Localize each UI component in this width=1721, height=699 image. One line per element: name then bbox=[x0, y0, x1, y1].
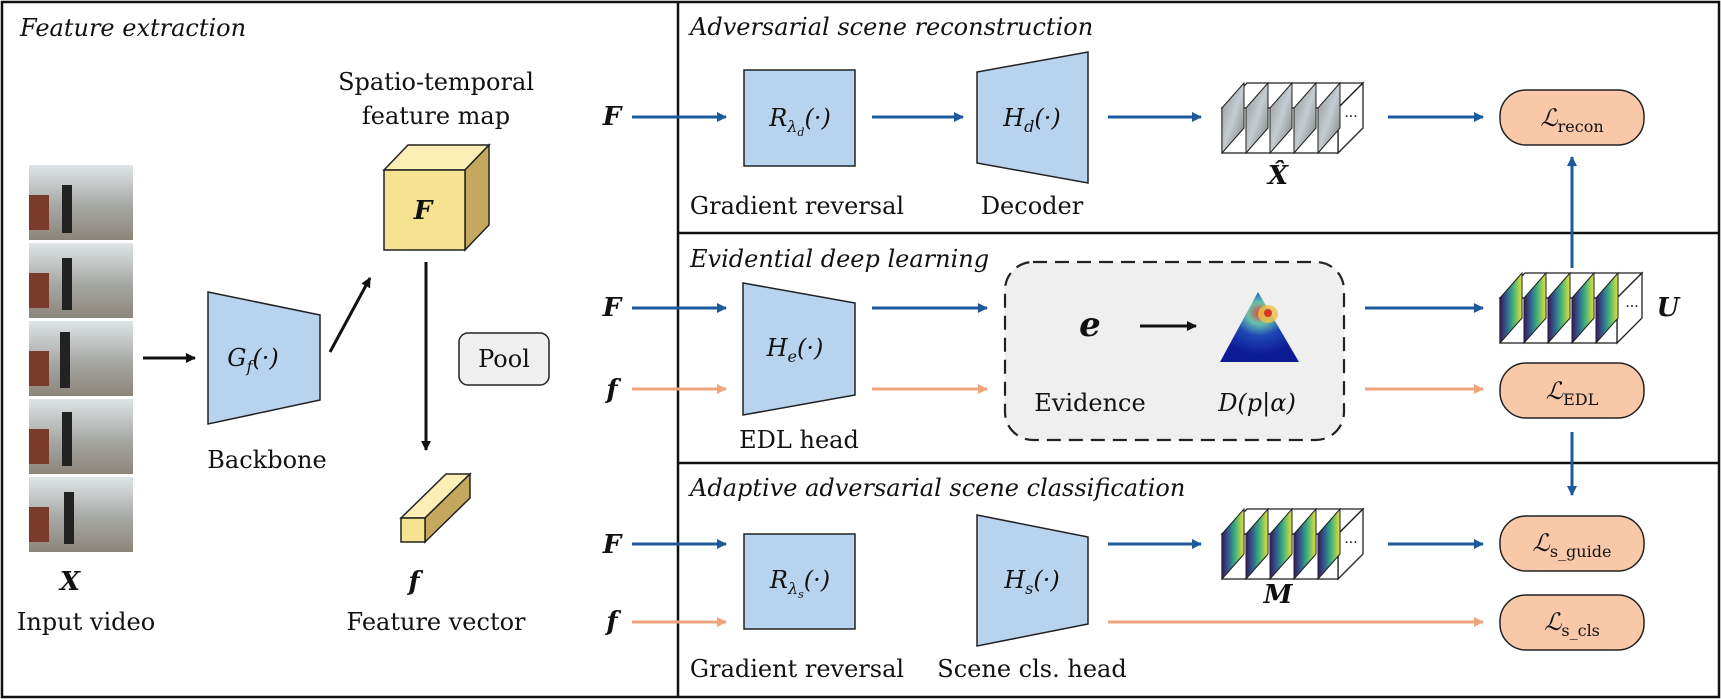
feature-vector-label: Feature vector bbox=[346, 608, 526, 636]
recon-grl-box bbox=[743, 69, 856, 167]
loss-recon-box bbox=[1499, 89, 1645, 146]
backbone-trapezoid bbox=[207, 291, 321, 425]
dirichlet-label: D(p|α) bbox=[1217, 389, 1296, 418]
edl-head-fn: He(·) bbox=[766, 334, 824, 366]
input-video-label: Input video bbox=[17, 608, 155, 636]
feature-vector-symbol: f bbox=[406, 567, 423, 597]
feature-map-label-1: Spatio-temporal bbox=[338, 68, 534, 96]
cls-input-F: F bbox=[602, 530, 623, 560]
video-frame bbox=[29, 477, 133, 552]
section-title-recon: Adversarial scene reconstruction bbox=[688, 13, 1093, 41]
recon-grl-fn: Rλd(·) bbox=[768, 104, 831, 139]
mask-symbol: M bbox=[1263, 580, 1294, 610]
cls-head-fn: Hs(·) bbox=[1003, 566, 1060, 598]
cls-grl-label: Gradient reversal bbox=[690, 655, 904, 683]
recon-decoder-fn: Hd(·) bbox=[1002, 104, 1061, 136]
uncertainty-symbol: U bbox=[1657, 293, 1681, 323]
cls-head-label: Scene cls. head bbox=[937, 655, 1126, 683]
section-title-feature-extraction: Feature extraction bbox=[19, 14, 246, 42]
cls-head-trapezoid bbox=[976, 514, 1089, 647]
pool-box bbox=[458, 332, 550, 386]
input-video-frames bbox=[29, 165, 133, 552]
edl-input-F: F bbox=[602, 293, 623, 323]
arrow-backbone-to-feature-map bbox=[328, 277, 372, 353]
pool-label: Pool bbox=[478, 345, 530, 373]
recon-grl-label: Gradient reversal bbox=[690, 192, 904, 220]
video-frame bbox=[29, 165, 133, 240]
video-frame bbox=[29, 243, 133, 318]
recon-decoder-label: Decoder bbox=[981, 192, 1084, 220]
mask-volume bbox=[1220, 507, 1365, 581]
video-frame bbox=[29, 321, 133, 396]
loss-cls-label: ℒs_cls bbox=[1544, 608, 1600, 640]
feature-map-cube bbox=[382, 143, 491, 252]
feature-vector-prism bbox=[399, 472, 472, 544]
cls-input-f: f bbox=[604, 607, 621, 637]
backbone-fn-label: Gf(·) bbox=[227, 344, 278, 376]
cls-grl-box bbox=[743, 533, 856, 630]
backbone-label: Backbone bbox=[207, 446, 326, 474]
edl-head-label: EDL head bbox=[739, 426, 859, 454]
loss-cls-box bbox=[1499, 594, 1645, 651]
loss-edl-label: ℒEDL bbox=[1546, 377, 1599, 409]
video-frame bbox=[29, 399, 133, 474]
mask-ellipsis: ··· bbox=[1344, 535, 1357, 551]
recon-decoder-trapezoid bbox=[976, 51, 1089, 184]
section-title-edl: Evidential deep learning bbox=[689, 245, 989, 273]
loss-guide-box bbox=[1499, 515, 1645, 572]
loss-edl-box bbox=[1499, 362, 1645, 419]
edl-head-trapezoid bbox=[742, 282, 856, 416]
recon-output-volume bbox=[1220, 81, 1365, 155]
recon-output-ellipsis: ··· bbox=[1344, 109, 1357, 125]
evidence-symbol: e bbox=[1079, 305, 1101, 345]
recon-output-symbol: X̂ bbox=[1266, 160, 1290, 191]
uncertainty-volume bbox=[1498, 271, 1644, 345]
loss-recon-label: ℒrecon bbox=[1540, 104, 1603, 136]
feature-map-symbol: F bbox=[413, 196, 434, 226]
uncertainty-ellipsis: ··· bbox=[1625, 299, 1638, 315]
cls-grl-fn: Rλs(·) bbox=[769, 566, 830, 601]
section-title-cls: Adaptive adversarial scene classificatio… bbox=[688, 474, 1185, 502]
dirichlet-simplex bbox=[1220, 292, 1299, 362]
loss-guide-label: ℒs_guide bbox=[1533, 529, 1612, 561]
recon-input-symbol: F bbox=[602, 102, 623, 132]
input-symbol: X bbox=[58, 567, 82, 597]
feature-map-label-2: feature map bbox=[362, 102, 510, 130]
edl-input-f: f bbox=[604, 375, 621, 405]
evidence-label: Evidence bbox=[1034, 389, 1145, 417]
